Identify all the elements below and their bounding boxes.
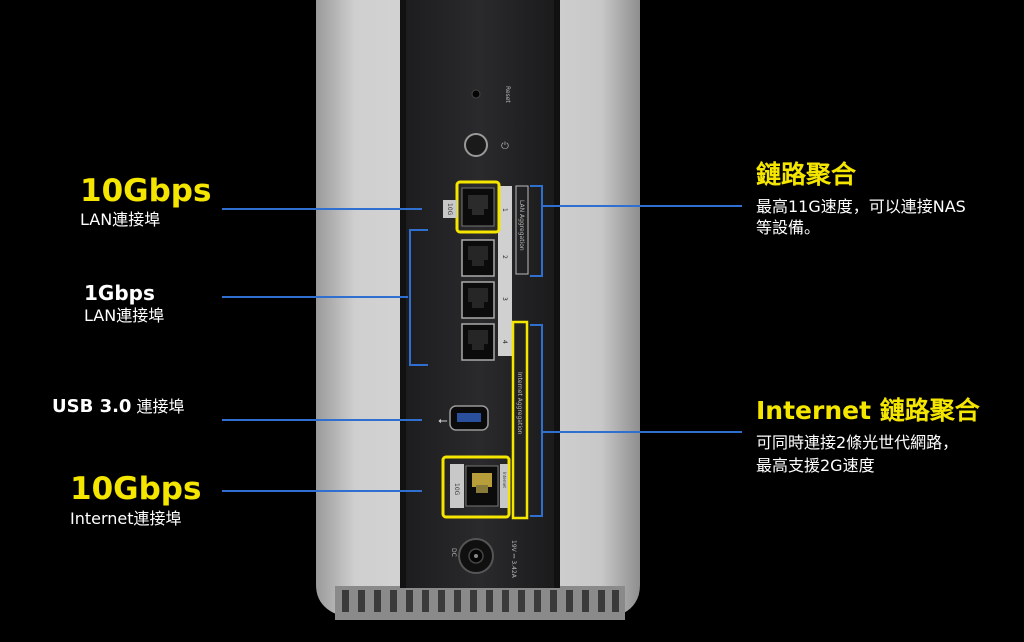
wan-agg-line1: 可同時連接2條光世代網路， — [756, 433, 959, 452]
wan10g-subtitle: Internet連接埠 — [70, 509, 182, 528]
reset-hole — [471, 89, 481, 99]
bracket-wan-agg — [530, 324, 543, 517]
port-number-labels: 1 2 3 4 — [501, 208, 508, 344]
dc-text: DC — [450, 548, 457, 557]
port-10g-text: 10G — [446, 203, 453, 216]
port-num-2: 2 — [501, 255, 508, 259]
internet-aggregation-text: Internet Aggregation — [516, 372, 523, 435]
lan-agg-line2: 等設備。 — [756, 218, 821, 237]
internet-aggregation-highlight — [511, 320, 529, 520]
vent-fins — [335, 586, 625, 620]
usb-icon: ⭠ — [438, 413, 448, 427]
left-callout-lines — [222, 208, 428, 492]
right-callout-lines — [530, 185, 742, 517]
port-num-4: 4 — [501, 340, 508, 344]
reset-text: Reset — [504, 86, 511, 103]
usb-label: USB 3.0 連接埠 — [52, 395, 185, 419]
power-button[interactable] — [464, 133, 488, 157]
lan-aggregation-text: LAN Aggregation — [518, 200, 525, 251]
bracket-lan1g — [409, 229, 428, 366]
usb-title: USB 3.0 — [52, 396, 132, 417]
wan10g-title: 10Gbps — [70, 471, 202, 507]
lan1g-title: 1Gbps — [84, 281, 155, 305]
port-num-3: 3 — [501, 297, 508, 301]
lan10g-subtitle: LAN連接埠 — [80, 210, 161, 229]
wan-agg-line2: 最高支援2G速度 — [756, 456, 875, 475]
port-1g-lan-group — [461, 239, 495, 361]
lan10g-title: 10Gbps — [80, 173, 212, 209]
wan-port-10g-text: 10G — [453, 483, 460, 496]
power-icon: ⏻ — [501, 141, 509, 152]
power-rating-text: 19V ⎓ 3.42A — [510, 540, 517, 579]
usb-subtitle: 連接埠 — [136, 397, 185, 416]
wan-agg-title: Internet 鏈路聚合 — [756, 396, 980, 425]
lan1g-subtitle: LAN連接埠 — [84, 306, 165, 325]
port-internet-text: Internet — [502, 472, 507, 488]
port-num-1: 1 — [501, 208, 508, 212]
bracket-lan-agg — [530, 185, 543, 277]
lan-agg-title: 鏈路聚合 — [756, 160, 857, 189]
lan-agg-line1: 最高11G速度，可以連接NAS — [756, 197, 966, 216]
port-10g-wan-highlight — [441, 455, 511, 519]
